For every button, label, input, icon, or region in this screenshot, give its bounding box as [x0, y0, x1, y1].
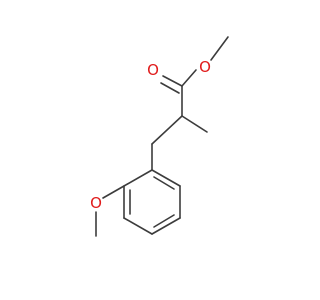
methoxy-oxygen-label: O: [90, 194, 102, 212]
bond-carbonyl-ester-oxygen: [181, 69, 197, 87]
molecule-structure: O O O: [90, 36, 229, 237]
ring-bond-6: [123, 169, 153, 187]
bond-alpha-methyl: [181, 115, 208, 133]
ester-carbonyl-oxygen-label: O: [147, 61, 159, 79]
bond-alpha-methylene: [151, 115, 183, 145]
ring-double-bond-1: [153, 176, 175, 190]
ring-bond-4: [123, 217, 153, 235]
ring-bond-1: [151, 169, 181, 187]
ring-double-bond-2: [153, 214, 175, 228]
ester-ether-oxygen-label: O: [199, 58, 211, 76]
bond-carbonyl-double-2: [160, 82, 180, 94]
ring-bond-3: [151, 217, 181, 235]
bond-ester-oxygen-methyl: [210, 36, 229, 61]
bond-carbonyl-double-1: [162, 75, 183, 87]
bond-ring-methoxy-oxygen: [102, 185, 125, 199]
